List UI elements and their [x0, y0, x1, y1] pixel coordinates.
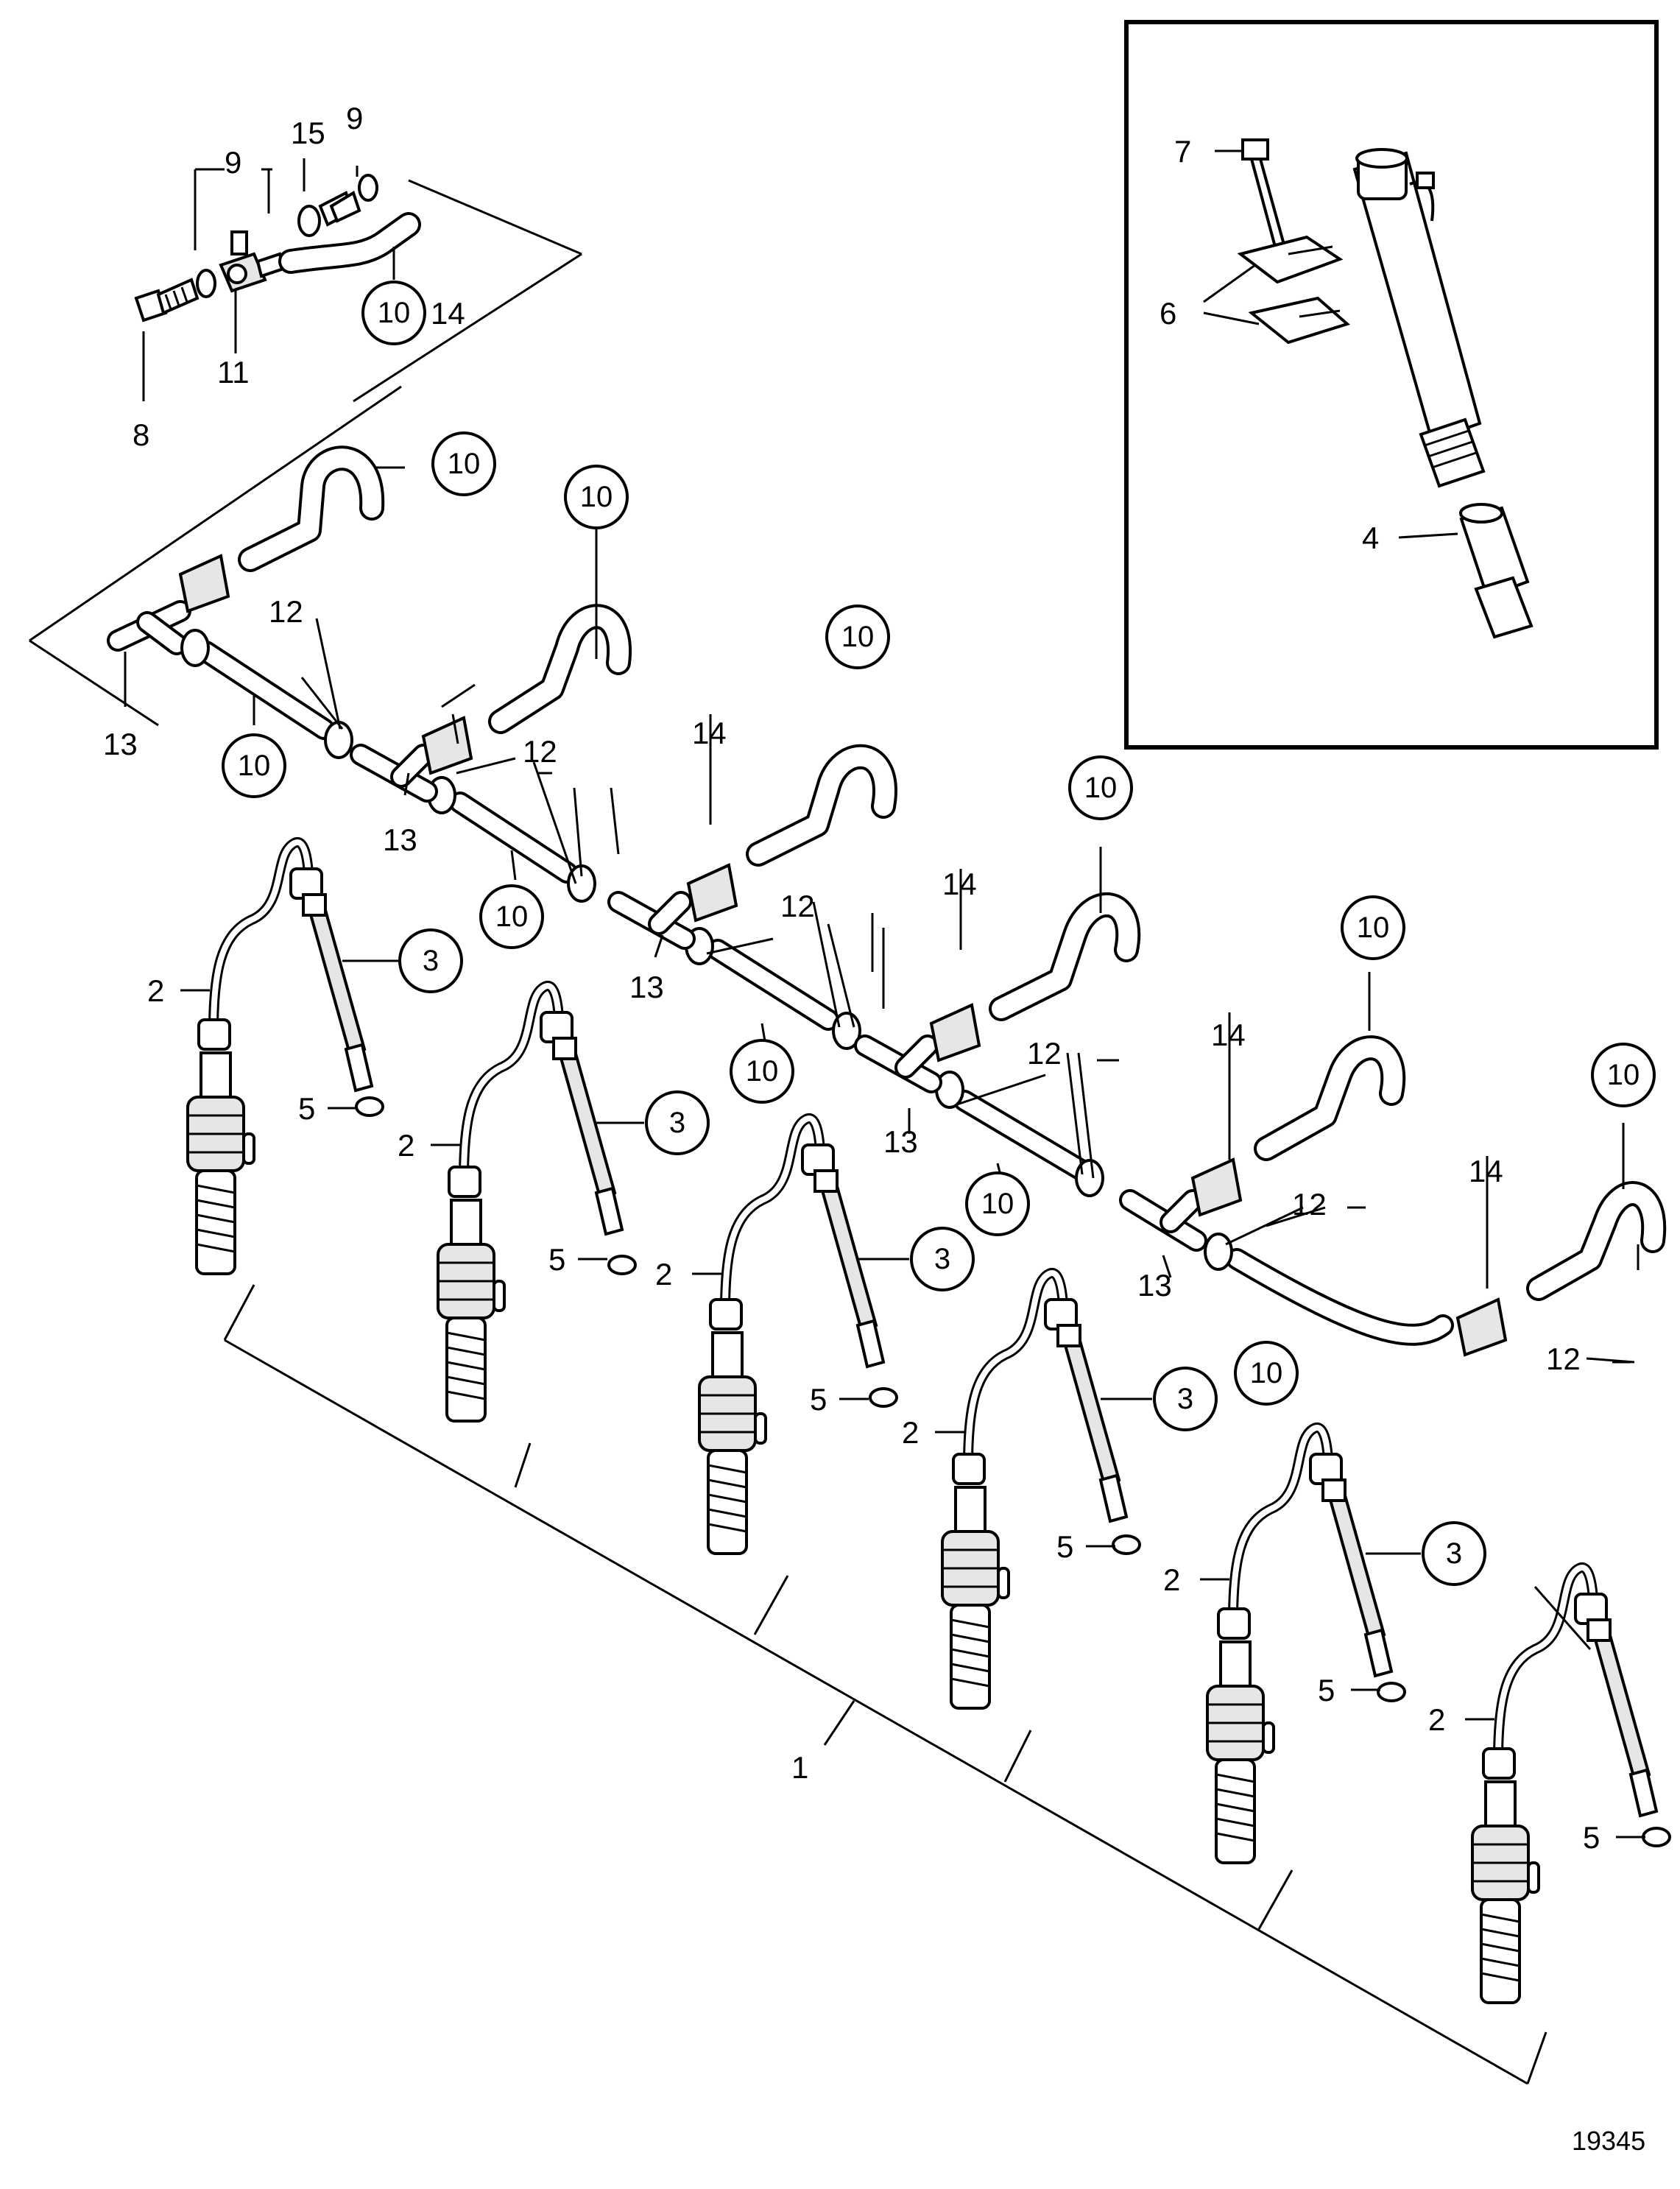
group-bracket-1	[223, 1284, 1547, 2085]
label-7: 7	[1174, 134, 1191, 169]
label-12c: 12	[780, 889, 815, 923]
svg-text:3: 3	[1177, 1383, 1193, 1415]
label-5d: 5	[1056, 1529, 1073, 1564]
circle-label-10-top: 10	[361, 281, 426, 345]
figure-reference-number: 19345	[1572, 2126, 1645, 2156]
label-15: 15	[291, 116, 325, 150]
svg-text:10: 10	[1607, 1059, 1640, 1091]
svg-text:3: 3	[669, 1107, 685, 1139]
svg-text:10: 10	[841, 621, 875, 653]
circle-label-3-c: 3	[910, 1227, 975, 1291]
label-5f: 5	[1583, 1820, 1600, 1855]
injectors	[302, 893, 1671, 1847]
delivery-pipes	[208, 837, 1599, 1765]
circle-label-10-d: 10	[825, 604, 890, 669]
circle-label-10-i: 10	[965, 1171, 1030, 1236]
label-13e: 13	[1137, 1268, 1172, 1303]
circled-labels: 10 10 10 10 10 10 10 10 10 10 10 10 3 3 …	[222, 281, 1656, 1586]
holder-blocks	[178, 554, 1508, 1357]
svg-text:10: 10	[981, 1188, 1014, 1220]
label-4: 4	[1362, 521, 1379, 555]
circle-label-3-a: 3	[398, 928, 463, 993]
svg-text:3: 3	[423, 945, 439, 977]
circle-label-10-k: 10	[1234, 1341, 1299, 1406]
label-13a: 13	[103, 727, 138, 761]
svg-text:10: 10	[378, 297, 411, 329]
label-12d: 12	[1027, 1036, 1062, 1071]
circle-label-10-f: 10	[1068, 755, 1133, 820]
circle-label-10-c: 10	[222, 733, 286, 798]
circle-label-10-b: 10	[564, 465, 629, 529]
circle-label-10-h: 10	[1341, 895, 1405, 960]
circle-label-10-j: 10	[1591, 1043, 1656, 1107]
label-5e: 5	[1318, 1673, 1335, 1707]
label-13b: 13	[383, 822, 417, 857]
injection-pumps	[186, 1051, 1540, 2004]
label-11: 11	[217, 355, 250, 389]
label-8: 8	[133, 417, 149, 452]
circle-label-10-a: 10	[431, 431, 496, 496]
leader-lines	[124, 149, 1645, 1839]
label-14d: 14	[1211, 1018, 1246, 1052]
inset-injector-detail	[1237, 138, 1533, 639]
label-5a: 5	[298, 1091, 315, 1126]
label-14e: 14	[1469, 1154, 1503, 1188]
svg-text:10: 10	[746, 1055, 779, 1088]
circle-label-10-g: 10	[730, 1039, 794, 1104]
return-hoses	[238, 445, 1667, 1301]
svg-text:10: 10	[495, 900, 529, 933]
circle-label-3-e: 3	[1422, 1521, 1486, 1586]
banjo-assembly	[29, 174, 582, 727]
return-line-rail	[107, 600, 1454, 1346]
label-2e: 2	[1163, 1562, 1180, 1597]
svg-text:10: 10	[238, 750, 271, 782]
inset-frame	[1124, 20, 1659, 750]
label-14b: 14	[692, 716, 727, 750]
label-12b: 12	[523, 734, 557, 769]
label-2f: 2	[1428, 1702, 1445, 1737]
label-5b: 5	[548, 1242, 565, 1277]
svg-text:10: 10	[1084, 772, 1118, 804]
svg-text:3: 3	[1446, 1537, 1462, 1570]
svg-text:10: 10	[1250, 1357, 1283, 1389]
label-6: 6	[1160, 296, 1176, 331]
svg-text:3: 3	[934, 1243, 950, 1275]
circle-label-3-b: 3	[645, 1090, 710, 1155]
label-9b: 9	[346, 101, 363, 135]
svg-text:10: 10	[580, 481, 613, 513]
circle-label-10-e: 10	[479, 884, 544, 949]
label-14c: 14	[942, 867, 977, 901]
label-2a: 2	[147, 973, 164, 1008]
svg-text:10: 10	[448, 448, 481, 480]
label-9a: 9	[225, 145, 241, 180]
label-2c: 2	[655, 1257, 672, 1291]
label-2b: 2	[398, 1128, 414, 1163]
label-12f: 12	[1546, 1342, 1581, 1376]
label-13d: 13	[883, 1124, 918, 1159]
label-13c: 13	[629, 970, 664, 1004]
plain-labels: 7 6 4 9 15 9 8 11 12 13 14 12 13 14 12 1…	[103, 101, 1600, 1855]
label-12e: 12	[1292, 1187, 1327, 1222]
label-14a: 14	[431, 296, 465, 331]
label-2d: 2	[902, 1415, 919, 1450]
circle-label-3-d: 3	[1153, 1367, 1218, 1431]
label-5c: 5	[810, 1382, 827, 1417]
label-1: 1	[791, 1750, 808, 1785]
label-12a: 12	[269, 594, 303, 629]
pipe-nuts	[197, 867, 1608, 1780]
svg-text:10: 10	[1357, 912, 1390, 944]
